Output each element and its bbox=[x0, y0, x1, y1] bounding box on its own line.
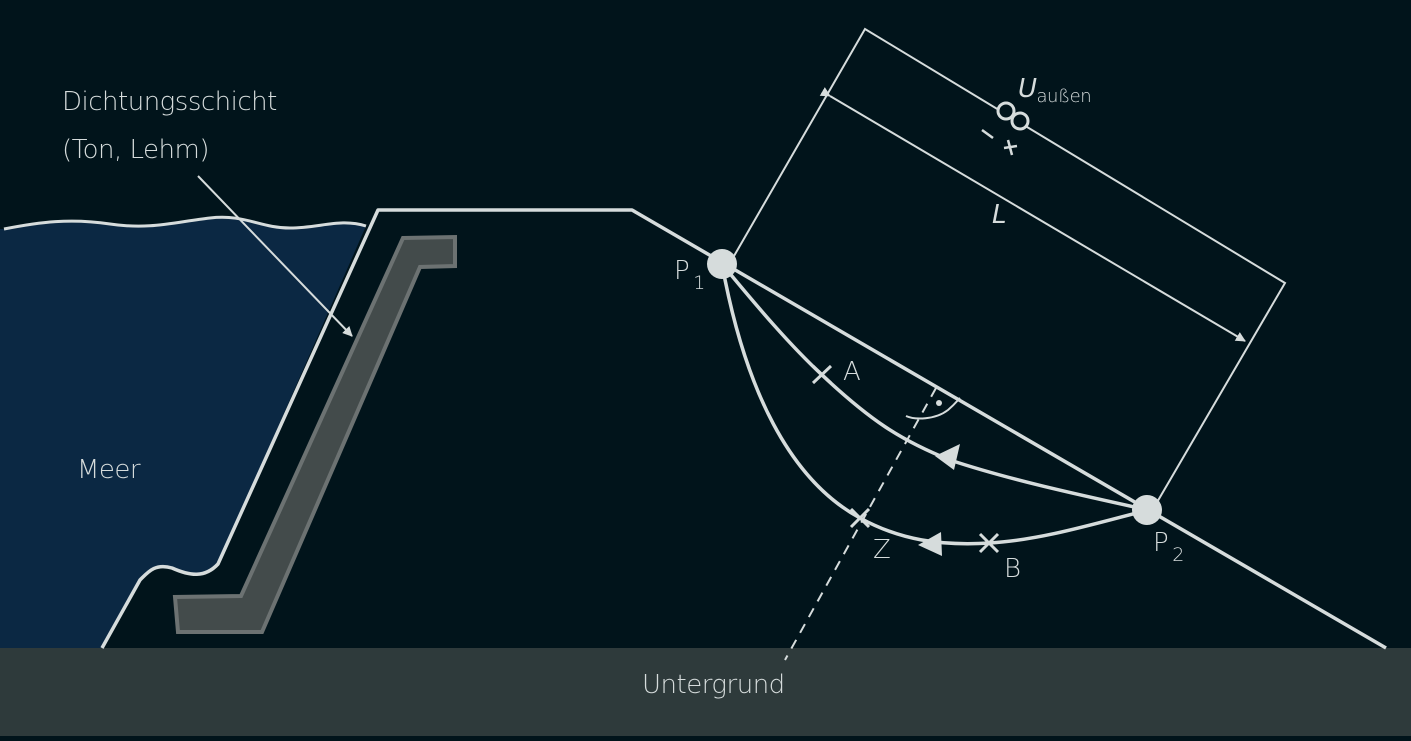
sea-water bbox=[0, 217, 366, 648]
current-path-a bbox=[720, 262, 1149, 512]
dike-outline bbox=[100, 208, 1387, 650]
point-a-label: A bbox=[843, 357, 861, 387]
point-z-label: Z bbox=[873, 535, 891, 565]
sealing-layer-pointer bbox=[197, 175, 353, 337]
right-angle-mark bbox=[905, 397, 961, 420]
current-arrow-a bbox=[935, 444, 960, 470]
electrode-p1 bbox=[707, 249, 737, 279]
sealing-layer-label-material: (Ton, Lehm) bbox=[62, 135, 210, 165]
point-b-label: B bbox=[1004, 554, 1021, 584]
length-label: L bbox=[992, 200, 1007, 230]
marker-z-icon bbox=[849, 507, 871, 529]
plus-mark bbox=[1003, 139, 1018, 156]
right-angle-dot bbox=[936, 400, 942, 406]
current-arrow-b bbox=[918, 532, 942, 556]
voltage-label: Uaußen bbox=[1018, 74, 1092, 107]
sea-surface-line bbox=[3, 215, 367, 231]
electrode-p2 bbox=[1132, 495, 1162, 525]
subsoil-label: Untergrund bbox=[642, 670, 785, 700]
clay-sealing-layer bbox=[172, 234, 457, 634]
measurement-frame bbox=[733, 27, 1287, 505]
marker-a-icon bbox=[811, 364, 833, 385]
sea-label: Meer bbox=[77, 455, 141, 485]
marker-b-icon bbox=[978, 532, 1000, 554]
subsoil-ground bbox=[0, 648, 1411, 736]
current-path-b bbox=[720, 263, 1149, 546]
sealing-layer-label: Dichtungsschicht bbox=[62, 87, 277, 117]
length-dimension-line bbox=[819, 87, 1246, 342]
perpendicular-dashed-line bbox=[784, 387, 937, 661]
minus-mark bbox=[981, 128, 994, 140]
voltage-source-icon bbox=[996, 101, 1030, 131]
